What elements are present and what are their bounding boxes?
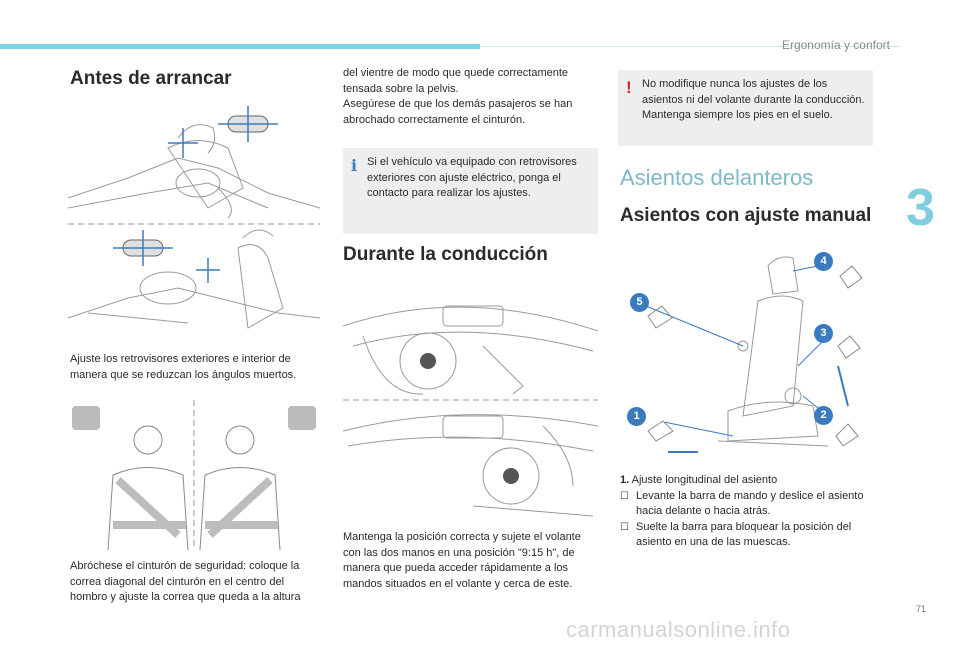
heading-asientos-delanteros: Asientos delanteros [620,165,814,190]
section-title: Ergonomía y confort [781,38,890,52]
bullet-text: Suelte la barra para bloquear la posició… [636,520,852,549]
info-icon: i [351,156,358,175]
checkbox-bullet-icon: ☐ [620,490,629,502]
warning-note-text: No modifique nunca los ajustes de los as… [642,78,865,121]
info-note-text: Si el vehículo va equipado con retroviso… [367,156,577,199]
callout-4: 4 [814,252,833,271]
warning-icon: ! [626,78,632,97]
bullet-text: Levante la barra de mando y deslice el a… [636,489,864,518]
item1-number: 1. [620,474,630,486]
seatbelt-illustration [68,400,320,550]
page-number: 71 [916,604,927,614]
heading-antes-de-arrancar: Antes de arrancar [70,68,232,89]
caption-driving: Mantenga la posición correcta y sujete e… [343,531,581,590]
watermark: carmanualsonline.info [566,617,791,642]
driving-position-illustration [343,276,598,524]
heading-asientos-ajuste-manual: Asientos con ajuste manual [620,205,872,226]
callout-1: 1 [627,407,646,426]
item1-block: 1. Ajuste longitudinal del asiento ☐ Leva… [620,473,878,551]
callout-2: 2 [814,406,833,425]
list-item: ☐ Levante la barra de mando y deslice el … [620,489,878,520]
header-rule [480,46,900,47]
item1-bullets: ☐ Levante la barra de mando y deslice el … [620,489,878,551]
header-accent-bar [0,44,480,49]
chapter-number: 3 [906,179,935,237]
list-item: ☐ Suelte la barra para bloquear la posici… [620,520,878,551]
seat-adjust-illustration: 1 2 3 4 5 [618,246,873,456]
checkbox-bullet-icon: ☐ [620,521,629,533]
caption-mirrors: Ajuste los retrovisores exteriores e int… [70,353,297,381]
item1-title-line: 1. Ajuste longitudinal del asiento [620,473,878,489]
callout-5: 5 [630,293,649,312]
warning-note-box: ! No modifique nunca los ajustes de los … [618,70,873,146]
heading-durante-la-conduccion: Durante la conducción [343,244,548,265]
info-note-box: i Si el vehículo va equipado con retrovi… [343,148,598,234]
item1-title: Ajuste longitudinal del asiento [631,474,778,486]
callout-3: 3 [814,324,833,343]
continued-belt-text: del vientre de modo que quede correctame… [343,67,573,126]
caption-belt: Abróchese el cinturón de seguridad: colo… [70,560,301,603]
mirror-adjust-illustration [68,98,320,343]
